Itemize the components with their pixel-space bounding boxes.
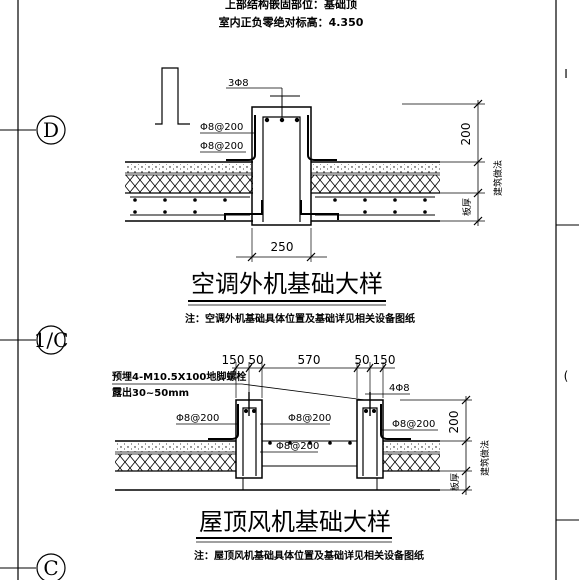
axis-label-d: D — [43, 118, 59, 142]
axis-bubble-d: D — [0, 115, 66, 145]
detail1-note: 注：空调外机基础具体位置及基础详见相关设备图纸 — [185, 312, 415, 325]
axis-label-1c: 1/C — [34, 328, 69, 352]
detail2-bolt-line1: 预埋4-M10.5X100地脚螺栓 — [112, 370, 246, 383]
detail1-title: 空调外机基础大样 — [191, 270, 383, 298]
detail2-left-label: Φ8@200 — [176, 413, 219, 424]
axis-bubble-c: C — [0, 553, 66, 580]
detail2-slab-label: 板厚 — [449, 473, 461, 491]
detail1-stirrup-label: Φ8@200 — [200, 122, 243, 133]
detail1-rebar-top: 3Φ8 — [228, 78, 249, 89]
detail1-break-symbol — [155, 67, 190, 125]
detail1-pedestal — [251, 106, 312, 226]
detail1-slab-label: 板厚 — [461, 198, 473, 216]
detail2-mid-label-top: Φ8@200 — [288, 413, 331, 424]
detail2-height-dim: 200 — [447, 411, 461, 434]
detail2-layer-label: 建筑做法 — [479, 440, 491, 476]
detail1-bar-label: Φ8@200 — [200, 141, 243, 152]
detail1-layer-label: 建筑做法 — [492, 160, 504, 196]
detail2-bolt-line2: 露出30~50mm — [112, 386, 189, 399]
detail1-width-dim: 250 — [271, 240, 294, 254]
detail1-height-dim: 200 — [459, 123, 473, 146]
edge-label-2: ( — [564, 369, 569, 383]
detail2-dim-2: 50 — [248, 353, 263, 367]
detail2-title: 屋顶风机基础大样 — [199, 508, 391, 536]
axis-bubble-1c: 1/C — [0, 325, 69, 355]
detail2-note: 注：屋顶风机基础具体位置及基础详见相关设备图纸 — [194, 549, 424, 562]
header-line2: 室内正负零绝对标高：4.350 — [219, 15, 364, 29]
header-line1: 上部结构嵌固部位：基础顶 — [225, 0, 357, 11]
detail2-dim-1: 150 — [222, 353, 245, 367]
detail2-rebar-top: 4Φ8 — [389, 383, 410, 394]
detail2-right-label: Φ8@200 — [392, 419, 435, 430]
edge-label-1: I — [564, 67, 568, 81]
detail2-section: 150 50 570 50 150 预埋4-M10.5X100地脚螺栓 露出30… — [112, 353, 491, 562]
detail2-mid-label-bottom: Φ8@200 — [276, 441, 319, 452]
axis-label-c: C — [43, 556, 58, 580]
detail2-dim-5: 150 — [373, 353, 396, 367]
detail2-dim-4: 50 — [354, 353, 369, 367]
detail2-dim-3: 570 — [298, 353, 321, 367]
detail1-section: 3Φ8 Φ8@200 Φ8@200 200 建筑做法 板厚 250 空调外机基础… — [125, 67, 504, 325]
